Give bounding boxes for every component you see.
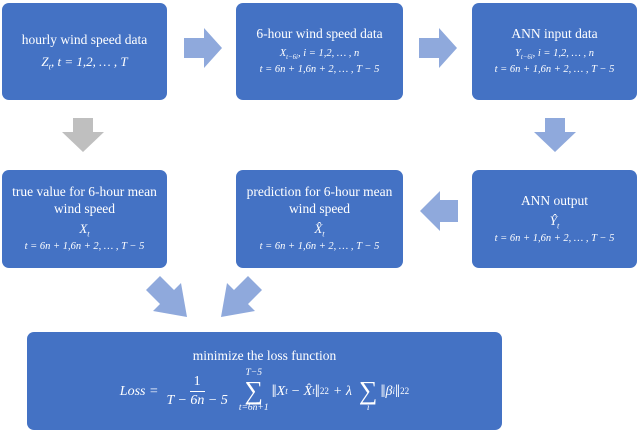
arrow-hourly-to-true-value: [62, 118, 104, 152]
box-title: ANN input data: [511, 26, 598, 42]
box-range: t = 6n + 1,6n + 2, … , T − 5: [494, 64, 615, 76]
box-loss-function: minimize the loss function Loss = 1 T − …: [27, 332, 502, 430]
sum-symbol: T−5 ∑ t=6n+1: [238, 367, 269, 414]
box-range: t = 6n + 1,6n + 2, … , T − 5: [259, 241, 380, 253]
sum-symbol-2: ∑ i: [358, 376, 378, 414]
box-true-value: true value for 6-hour mean wind speed Xt…: [2, 170, 167, 268]
box-formula: Ŷt: [549, 212, 560, 231]
box-title: ANN output: [520, 192, 589, 208]
box-formula: Xt: [79, 221, 90, 239]
box-formula: Yt−6i, i = 1,2, … , n: [515, 48, 594, 62]
box-ann-input: ANN input data Yt−6i, i = 1,2, … , n t =…: [472, 3, 637, 100]
arrow-hourly-to-6hour: [184, 28, 222, 68]
box-title: hourly wind speed data: [21, 32, 148, 48]
box-range: t = 6n + 1,6n + 2, … , T − 5: [24, 241, 145, 253]
box-6hour-wind-speed: 6-hour wind speed data Xt−6i, i = 1,2, ……: [236, 3, 403, 100]
box-range: t = 6n + 1,6n + 2, … , T − 5: [494, 233, 615, 244]
box-title: true value for 6-hour mean wind speed: [12, 184, 157, 217]
arrow-prediction-to-loss: [221, 276, 262, 317]
arrow-ann-output-to-prediction: [420, 191, 458, 231]
arrow-true-value-to-loss: [146, 276, 187, 317]
box-formula: Xt−6i, i = 1,2, … , n: [279, 48, 360, 62]
box-title: prediction for 6-hour mean wind speed: [246, 184, 393, 217]
loss-fraction: 1 T − 6n − 5: [166, 374, 228, 408]
box-hourly-wind-speed: hourly wind speed data Zt, t = 1,2, … , …: [2, 3, 167, 100]
arrow-6hour-to-ann-input: [419, 28, 457, 68]
box-formula: X̂t: [314, 221, 325, 239]
box-prediction: prediction for 6-hour mean wind speed X̂…: [236, 170, 403, 268]
box-formula: Zt, t = 1,2, … , T: [41, 54, 128, 72]
arrow-ann-input-to-output: [534, 118, 576, 152]
box-ann-output: ANN output Ŷt t = 6n + 1,6n + 2, … , T −…: [472, 170, 637, 268]
box-title: 6-hour wind speed data: [256, 26, 383, 42]
box-title: minimize the loss function: [192, 348, 337, 364]
box-range: t = 6n + 1,6n + 2, … , T − 5: [259, 64, 380, 76]
